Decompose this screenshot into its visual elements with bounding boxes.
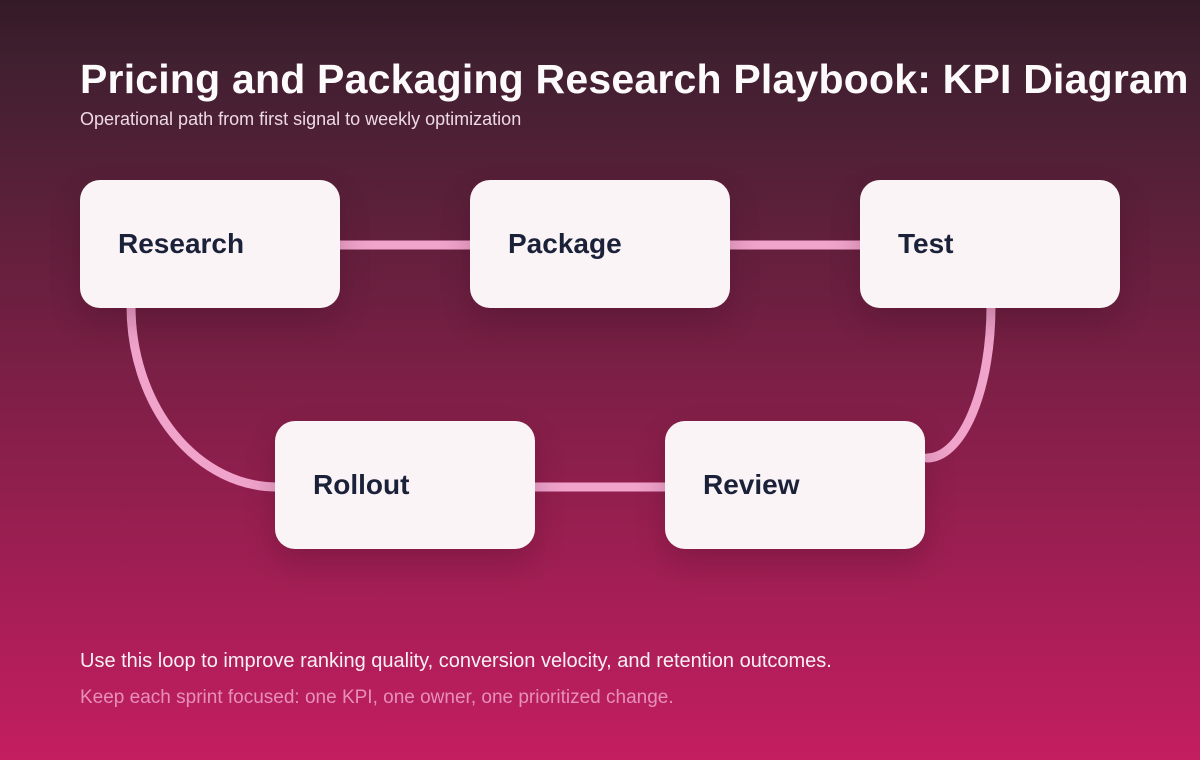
footer-note-secondary: Keep each sprint focused: one KPI, one o…: [80, 687, 674, 708]
edge-rollout-research-curve: [126, 301, 282, 492]
node-research-label: Research: [118, 228, 245, 259]
page-subtitle: Operational path from first signal to we…: [80, 109, 522, 129]
node-rollout-label: Rollout: [313, 469, 410, 500]
node-review: Review: [665, 421, 925, 549]
edge-test-review-curve: [922, 301, 996, 463]
node-test-label: Test: [898, 228, 954, 259]
node-rollout: Rollout: [275, 421, 535, 549]
node-test: Test: [860, 180, 1120, 308]
node-package-label: Package: [508, 228, 622, 259]
node-package: Package: [470, 180, 730, 308]
page-title: Pricing and Packaging Research Playbook:…: [80, 56, 1189, 102]
node-review-label: Review: [703, 469, 800, 500]
node-research: Research: [80, 180, 340, 308]
footer-note-primary: Use this loop to improve ranking quality…: [80, 650, 832, 672]
